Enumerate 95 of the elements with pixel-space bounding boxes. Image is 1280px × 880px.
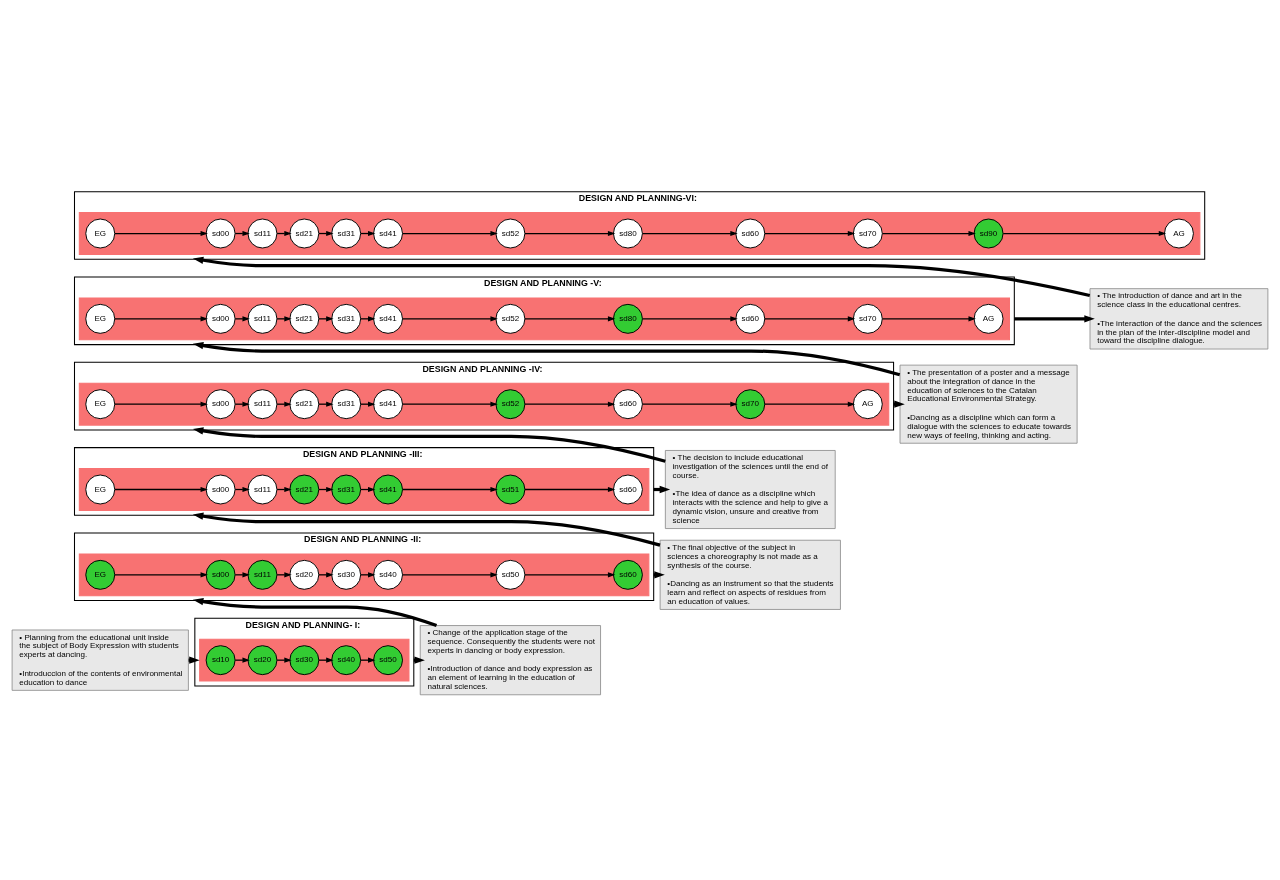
node-circle: sd21 bbox=[289, 218, 320, 249]
arrow bbox=[192, 512, 661, 547]
arrow bbox=[402, 572, 498, 578]
arrow bbox=[402, 486, 498, 493]
arrow bbox=[881, 230, 976, 237]
node-circle: sd20 bbox=[247, 645, 278, 676]
node-circle: sd51 bbox=[495, 474, 526, 505]
arrow bbox=[114, 572, 208, 578]
node-circle: sd60 bbox=[612, 559, 643, 590]
node-circle: sd41 bbox=[373, 218, 403, 249]
node-circle: sd60 bbox=[735, 218, 766, 249]
node-circle: sd70 bbox=[735, 389, 766, 420]
arrow bbox=[881, 316, 976, 322]
node-circle: sd80 bbox=[612, 303, 643, 334]
node-circle: sd90 bbox=[973, 218, 1004, 249]
node-circle: sd00 bbox=[205, 303, 236, 334]
node-circle: sd00 bbox=[205, 389, 236, 420]
node-circle: sd30 bbox=[289, 645, 320, 676]
node-circle: sd50 bbox=[495, 559, 526, 590]
node-circle: sd11 bbox=[247, 389, 278, 420]
arrow bbox=[192, 341, 901, 377]
arrow bbox=[524, 572, 616, 578]
arrow bbox=[1014, 315, 1095, 323]
node-circle: sd80 bbox=[612, 218, 643, 249]
node-box: • The decision to include educational investigation of the sciences until the end of course. •The idea of dance as a discipline which interacts with the science and help to give a dynamic vision, unsure and creative from science bbox=[664, 450, 836, 529]
node-circle: sd31 bbox=[331, 389, 362, 420]
node-circle: sd21 bbox=[289, 389, 320, 420]
arrow bbox=[192, 256, 1091, 298]
node-circle: EG bbox=[85, 218, 116, 249]
node-circle: sd50 bbox=[373, 645, 403, 676]
arrow bbox=[524, 316, 616, 322]
node-circle: sd70 bbox=[852, 218, 883, 249]
node-circle: sd20 bbox=[289, 559, 320, 590]
node-circle: EG bbox=[85, 559, 116, 590]
arrow bbox=[402, 401, 498, 407]
arrow bbox=[114, 401, 208, 407]
node-circle: AG bbox=[973, 303, 1004, 334]
arrow bbox=[524, 486, 616, 493]
node-circle: sd31 bbox=[331, 474, 362, 505]
cluster bbox=[199, 638, 410, 682]
arrow bbox=[641, 230, 738, 237]
node-circle: sd11 bbox=[247, 218, 278, 249]
cluster bbox=[78, 553, 650, 597]
node-box: • The introduction of dance and art in the science class in the educational centres. •The interaction of the dance and the sciences in the plan of the inter-discipline model and toward the discipline dialogue. bbox=[1089, 288, 1269, 350]
node-circle: sd60 bbox=[612, 474, 643, 505]
cluster bbox=[78, 212, 1201, 255]
node-circle: sd00 bbox=[205, 559, 236, 590]
node-circle: EG bbox=[85, 389, 116, 420]
node-circle: sd21 bbox=[289, 303, 320, 334]
arrow bbox=[524, 230, 616, 237]
node-circle: sd30 bbox=[331, 559, 362, 590]
arrow bbox=[192, 427, 666, 463]
node-circle: sd10 bbox=[205, 645, 236, 676]
node-circle: EG bbox=[85, 474, 116, 505]
node-box: • The presentation of a poster and a message about the integration of dance in the education of sciences to the Catalan Educational Environmental Strategy. •Dancing as a discipline which can form a dialogue with the sciences to educate towards new ways of feeling, thinking and acting. bbox=[899, 364, 1078, 444]
node-circle: EG bbox=[85, 303, 116, 334]
node-circle: sd70 bbox=[852, 303, 883, 334]
node-circle: AG bbox=[1163, 218, 1194, 249]
cluster bbox=[78, 382, 890, 426]
arrow bbox=[641, 316, 738, 322]
arrow bbox=[192, 597, 438, 628]
node-circle: sd40 bbox=[331, 645, 362, 676]
arrow bbox=[114, 316, 208, 322]
node-box: • The final objective of the subject in sciences a choreography is not made as a synthesis of the course. •Dancing as an instrument so that the students learn and reflect on aspects of residues from an education of values. bbox=[659, 539, 841, 610]
arrow bbox=[402, 230, 498, 237]
cluster bbox=[78, 297, 1010, 341]
cluster bbox=[78, 468, 650, 511]
node-circle: AG bbox=[852, 389, 883, 420]
node-circle: sd41 bbox=[373, 474, 403, 505]
arrow bbox=[114, 230, 208, 237]
arrow bbox=[641, 401, 738, 407]
node-circle: sd00 bbox=[205, 474, 236, 505]
arrow bbox=[114, 486, 208, 493]
node-circle: sd11 bbox=[247, 303, 278, 334]
node-circle: sd60 bbox=[612, 389, 643, 420]
node-circle: sd41 bbox=[373, 303, 403, 334]
arrow bbox=[764, 230, 856, 237]
arrow bbox=[1002, 230, 1167, 237]
node-circle: sd11 bbox=[247, 474, 278, 505]
arrow bbox=[524, 401, 616, 407]
arrow bbox=[402, 316, 498, 322]
arrow bbox=[764, 316, 856, 322]
node-circle: sd41 bbox=[373, 389, 403, 420]
node-circle: sd52 bbox=[495, 218, 526, 249]
node-circle: sd21 bbox=[289, 474, 320, 505]
node-circle: sd00 bbox=[205, 218, 236, 249]
node-circle: sd11 bbox=[247, 559, 278, 590]
arrow bbox=[764, 401, 856, 407]
node-circle: sd31 bbox=[331, 303, 362, 334]
node-circle: sd52 bbox=[495, 303, 526, 334]
node-circle: sd31 bbox=[331, 218, 362, 249]
node-circle: sd52 bbox=[495, 389, 526, 420]
node-circle: sd40 bbox=[373, 559, 403, 590]
node-box: • Change of the application stage of the sequence. Consequently the students were not experts in dancing or body expression. •Introduction of dance and body expression as an element of learning in the education of natural sciences. bbox=[419, 625, 601, 696]
node-circle: sd60 bbox=[735, 303, 766, 334]
